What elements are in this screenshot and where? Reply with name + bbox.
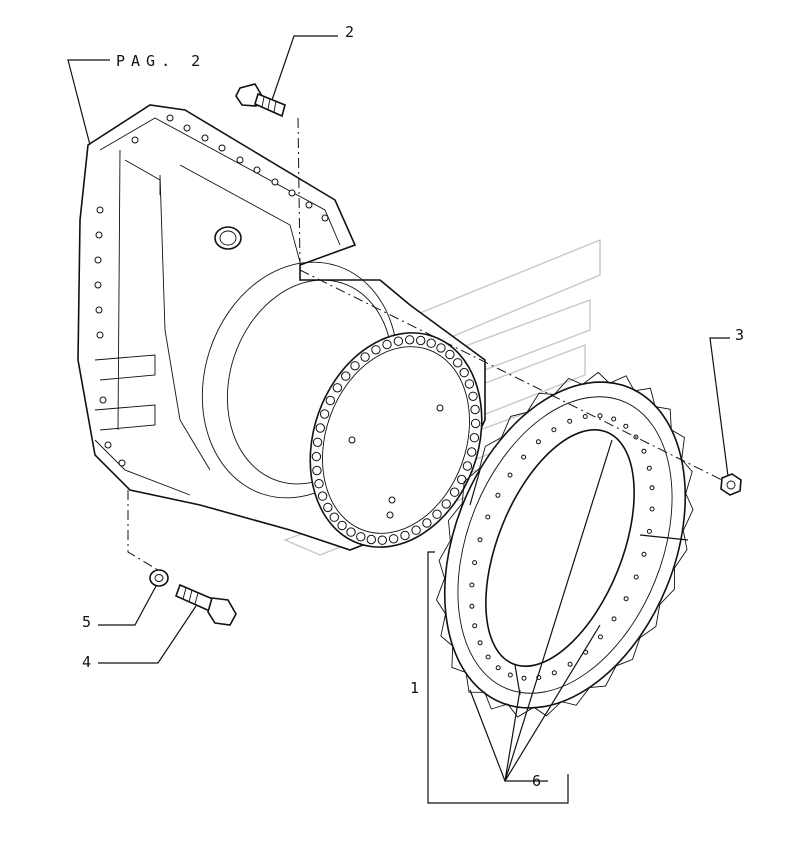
sprocket-bolt-hole bbox=[521, 675, 527, 681]
reference-page-label: PAG. 2 bbox=[116, 52, 206, 70]
part-2-bolt bbox=[235, 83, 286, 118]
sprocket-bolt-hole bbox=[485, 514, 491, 520]
bolt-hole bbox=[426, 338, 436, 348]
bolt-hole bbox=[462, 461, 473, 471]
bolt-hole bbox=[393, 336, 404, 346]
callout-2: 2 bbox=[345, 23, 354, 41]
bolt-hole bbox=[411, 525, 421, 535]
bolt-hole bbox=[314, 479, 324, 489]
sprocket-bolt-hole bbox=[495, 492, 501, 498]
flange-bolt-holes bbox=[94, 114, 329, 467]
bolt-hole bbox=[332, 383, 343, 393]
sprocket-bolt-hole bbox=[611, 416, 617, 422]
sprocket-bolt-hole bbox=[551, 670, 557, 676]
sprocket-bolt-hole bbox=[477, 537, 483, 543]
bolt-hole bbox=[388, 534, 399, 544]
sprocket-bolt-hole bbox=[597, 413, 603, 419]
motor-flange-bolt-circle bbox=[311, 335, 481, 545]
sprocket-bolt-hole bbox=[633, 574, 639, 580]
bolt-hole bbox=[453, 358, 463, 368]
bolt-hole bbox=[405, 335, 415, 345]
sprocket-bolt-hole bbox=[535, 439, 541, 445]
sprocket-bolt-hole bbox=[469, 603, 475, 609]
sprocket-bolt-hole bbox=[597, 634, 603, 640]
final-drive-housing bbox=[77, 104, 486, 551]
sprocket-bolt-hole bbox=[611, 616, 617, 622]
bolt-hole bbox=[356, 532, 366, 542]
bolt-hole bbox=[377, 535, 387, 545]
callout-1: 1 bbox=[410, 679, 419, 697]
callout-5: 5 bbox=[82, 613, 91, 631]
sprocket-teeth bbox=[435, 371, 694, 718]
bolt-hole bbox=[459, 367, 469, 378]
bolt-hole bbox=[470, 404, 480, 415]
sprocket-bolt-hole bbox=[495, 665, 501, 671]
part-5-washer bbox=[149, 569, 169, 587]
bolt-hole bbox=[366, 534, 376, 545]
bolt-hole bbox=[315, 423, 325, 433]
bolt-hole bbox=[400, 530, 410, 541]
bolt-hole bbox=[449, 487, 460, 497]
sprocket-bolt-hole bbox=[649, 506, 655, 512]
bolt-hole bbox=[422, 518, 432, 528]
callout-4: 4 bbox=[82, 653, 91, 671]
sprocket-bolt-hole bbox=[485, 654, 491, 660]
leader-lines bbox=[67, 35, 730, 804]
sprocket-bolt-hole bbox=[641, 551, 647, 557]
bolt-hole bbox=[464, 379, 475, 389]
part-3-nut bbox=[720, 473, 742, 496]
sprocket-bolt-hole bbox=[507, 672, 513, 678]
bolt-hole bbox=[350, 361, 360, 371]
sprocket-bolt-hole bbox=[472, 560, 478, 566]
sprocket-bolt-hole bbox=[646, 528, 652, 534]
bolt-hole bbox=[325, 395, 335, 406]
bolt-hole bbox=[457, 474, 467, 485]
bolt-hole bbox=[312, 465, 322, 476]
sprocket-tooth-profile bbox=[435, 371, 694, 718]
sprocket-bolt-hole bbox=[551, 427, 557, 433]
bolt-hole bbox=[360, 352, 370, 362]
bolt-hole bbox=[319, 409, 330, 419]
bolt-hole bbox=[432, 509, 442, 519]
sprocket-bolt-hole bbox=[507, 472, 513, 478]
sprocket-bolt-hole bbox=[623, 596, 629, 602]
sprocket-bolt-hole bbox=[641, 448, 647, 454]
sprocket-bolt-hole bbox=[521, 454, 527, 460]
sprocket-bolt-hole bbox=[649, 485, 655, 491]
sprocket-bolt-hole bbox=[469, 582, 475, 588]
bolt-hole bbox=[341, 371, 351, 381]
sprocket-bolt-hole bbox=[477, 640, 483, 646]
bolt-hole bbox=[317, 491, 328, 501]
bolt-hole bbox=[311, 451, 322, 462]
part-4-bolt bbox=[174, 583, 237, 626]
sprocket-bolt-hole bbox=[623, 423, 629, 429]
sprocket-bolt-hole bbox=[646, 465, 652, 471]
assembly-centerlines bbox=[127, 117, 723, 571]
bolt-hole bbox=[382, 339, 392, 350]
sprocket-bolt-hole bbox=[567, 661, 573, 667]
bolt-hole bbox=[371, 345, 381, 355]
bolt-hole bbox=[467, 447, 477, 457]
bolt-hole bbox=[470, 418, 481, 429]
callout-3: 3 bbox=[735, 326, 744, 344]
bolt-hole bbox=[445, 349, 455, 360]
sprocket-segments bbox=[435, 371, 694, 718]
bolt-hole bbox=[436, 343, 446, 353]
bolt-hole bbox=[323, 502, 333, 513]
sprocket-bolt-hole bbox=[567, 418, 573, 424]
bolt-hole bbox=[329, 512, 339, 522]
bolt-hole bbox=[468, 391, 478, 401]
sprocket-bolt-hole bbox=[582, 414, 588, 419]
bolt-hole bbox=[312, 437, 323, 447]
callout-6: 6 bbox=[532, 772, 541, 790]
bolt-hole bbox=[469, 433, 480, 443]
sprocket-bolt-hole bbox=[472, 623, 478, 629]
bolt-hole bbox=[337, 520, 347, 531]
bolt-hole bbox=[346, 527, 356, 537]
bolt-hole bbox=[441, 499, 451, 509]
bolt-hole bbox=[416, 335, 426, 346]
